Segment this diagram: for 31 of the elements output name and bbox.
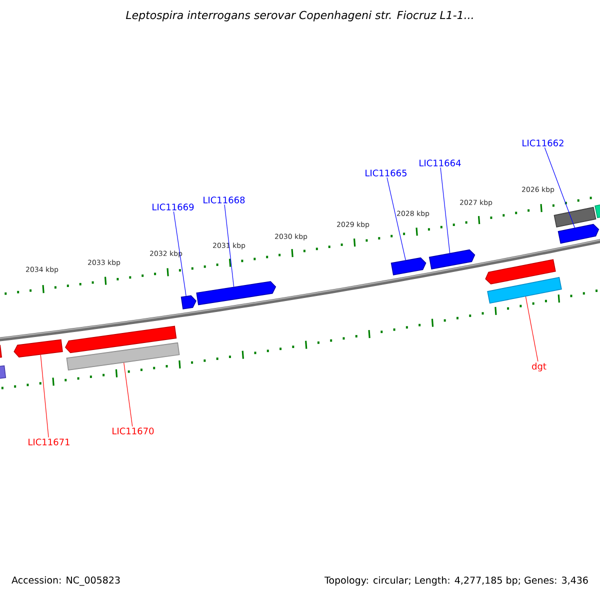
leader-line <box>525 296 538 362</box>
gene-feature <box>485 259 556 284</box>
gene-label: LIC11668 <box>204 196 245 204</box>
gene-label: LIC11664 <box>420 160 461 166</box>
gene-label: LIC11671 <box>28 438 70 446</box>
gene-feature <box>196 281 276 306</box>
leader-line <box>386 177 406 260</box>
footer-text: Accession: NC_005823 <box>12 576 120 586</box>
leader-line <box>440 167 450 254</box>
gene-label: LIC11662 <box>522 140 564 146</box>
gene-label: LIC11670 <box>112 428 154 434</box>
title: Leptospira interrogans serovar Copenhageni str. Fiocruz L1-1... <box>126 10 473 22</box>
gene-feature <box>487 276 562 304</box>
gene-label: dgt <box>532 362 546 372</box>
gene-feature <box>554 206 596 228</box>
gene-feature <box>14 339 63 358</box>
leader-line <box>173 211 186 296</box>
gene-feature <box>558 224 600 244</box>
footer-text: Topology: circular; Length: 4,277,185 bp; Genes: 3,436 <box>324 576 588 586</box>
leader-line <box>40 354 49 438</box>
gene-feature <box>0 344 2 359</box>
leader-line <box>544 147 576 228</box>
gene-feature <box>180 295 196 310</box>
gene-feature <box>66 342 180 370</box>
gene-feature <box>428 249 476 270</box>
leader-line <box>124 362 133 427</box>
gene-feature <box>390 257 426 276</box>
leader-line <box>224 204 234 288</box>
gene-feature <box>0 365 6 380</box>
gene-label: LIC11669 <box>152 204 194 210</box>
gene-label: LIC11665 <box>366 170 406 176</box>
